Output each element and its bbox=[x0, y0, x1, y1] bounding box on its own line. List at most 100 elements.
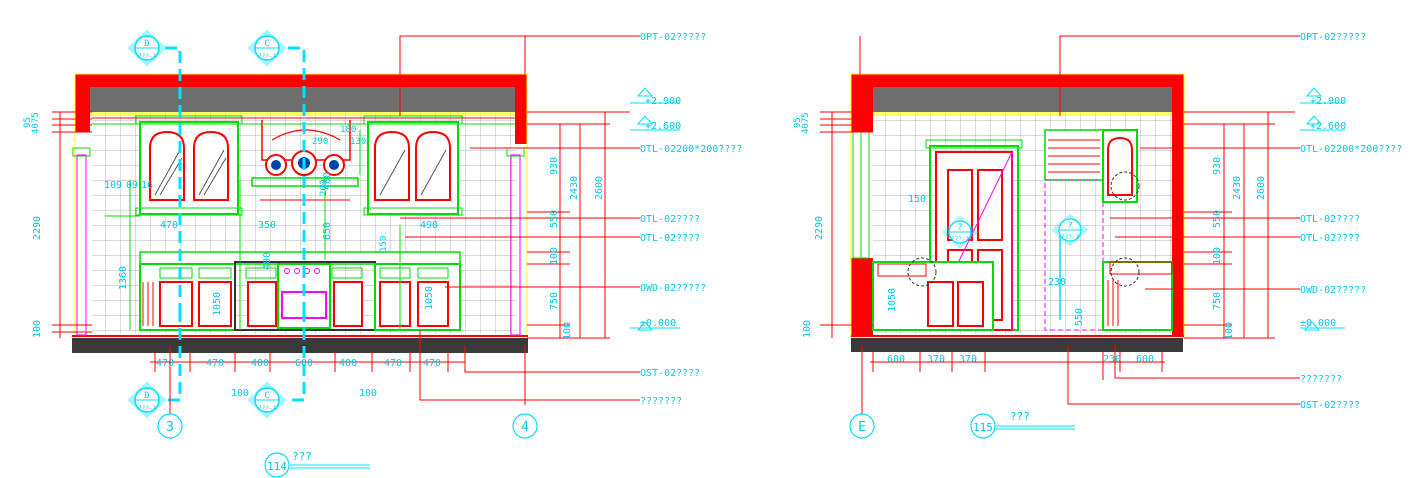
hdim-0: 470 bbox=[156, 358, 174, 369]
section-callout-c-top bbox=[247, 29, 287, 67]
hdim-3: 600 bbox=[295, 358, 313, 369]
grid-bubble-3 bbox=[157, 413, 183, 439]
vdim-right-2430: 2430 bbox=[569, 176, 580, 200]
hdim-6: 470 bbox=[423, 358, 441, 369]
level-2900: +2.900 bbox=[645, 96, 681, 107]
section-callout-1-115 bbox=[941, 215, 979, 249]
hdim-1: 470 bbox=[206, 358, 224, 369]
tag-otl-3: OTL-02???? bbox=[640, 233, 700, 244]
vdim-right-2600-115: 2600 bbox=[1256, 176, 1267, 200]
vdim-right-930: 930 bbox=[549, 157, 560, 175]
idim-109: 109 bbox=[104, 180, 122, 191]
idim-1050a: 1050 bbox=[212, 292, 223, 316]
hdim-4: 400 bbox=[339, 358, 357, 369]
left-wall-115 bbox=[851, 74, 873, 132]
tag-ost-115: OST-02???? bbox=[1300, 400, 1360, 411]
vdim-right-100a: 100 bbox=[549, 247, 560, 265]
tag-misc: ??????? bbox=[640, 396, 682, 407]
hdim-370b-115: 370 bbox=[959, 354, 977, 365]
idim-150-115: 150 bbox=[908, 194, 926, 205]
vdim-left-2290: 2290 bbox=[32, 216, 43, 240]
idim-470: 470 bbox=[160, 220, 178, 231]
ceiling-slab-115 bbox=[851, 74, 1184, 87]
idim-290: 290 bbox=[312, 137, 328, 147]
idim-490: 490 bbox=[420, 220, 438, 231]
tag-otl1-115: OTL-02200*200???? bbox=[1300, 144, 1402, 155]
callout-1-label: ? bbox=[957, 223, 962, 233]
view-number-115: 115 bbox=[973, 421, 993, 434]
callout-2-label: ? bbox=[1067, 221, 1072, 231]
idim-230-115: 230 bbox=[1048, 277, 1066, 288]
tag-otl-1: OTL-02200*200???? bbox=[640, 144, 742, 155]
idim-200: 200 bbox=[319, 180, 329, 196]
idim-09: 09 bbox=[126, 180, 138, 191]
tag-otl-2: OTL-02???? bbox=[640, 214, 700, 225]
idim-1360: 1360 bbox=[118, 266, 129, 290]
vdim-right-750: 750 bbox=[549, 292, 560, 310]
floor-slab bbox=[72, 338, 528, 353]
vdim-right-2600: 2600 bbox=[594, 176, 605, 200]
vdim-left-100: 100 bbox=[32, 320, 43, 338]
tag-misc-115: ??????? bbox=[1300, 374, 1342, 385]
vdim-right-550: 550 bbox=[549, 210, 560, 228]
elevation-115: ? ???-? ? ???-? E 115 ??? OPT-02????? OT… bbox=[793, 32, 1402, 439]
idim-350: 350 bbox=[258, 220, 276, 231]
elevation-114: D ???-? C ???-? D ???-? C ???-? 3 4 114 … bbox=[23, 29, 742, 478]
idim-16: 16 bbox=[141, 180, 153, 191]
tag-otl3-115: OTL-02???? bbox=[1300, 233, 1360, 244]
floor-slab-115 bbox=[851, 338, 1183, 352]
upper-cabinet-left bbox=[135, 115, 243, 216]
hdim-5: 470 bbox=[384, 358, 402, 369]
right-wall-115 bbox=[1172, 74, 1184, 336]
callout-2-sub: ???-? bbox=[1061, 234, 1079, 241]
vdim-right-930-115: 930 bbox=[1212, 157, 1223, 175]
callout-d-bottom-sub: ???-? bbox=[138, 405, 156, 412]
right-wall-section bbox=[515, 74, 527, 144]
grid-label-4: 4 bbox=[521, 420, 529, 435]
vdim-left-4075-115: 4075 bbox=[801, 112, 811, 134]
vdim-left-4075: 4075 bbox=[31, 112, 41, 134]
base-cabinets bbox=[139, 261, 461, 331]
vdim-right-100b-115: 100 bbox=[1224, 322, 1235, 340]
vdim-left-95-115: 95 bbox=[793, 117, 803, 128]
level-2600-115: +2.600 bbox=[1310, 121, 1346, 132]
view-title-115: ??? bbox=[1010, 410, 1030, 423]
grid-bubble-e bbox=[849, 413, 875, 439]
level-0000: ±0.000 bbox=[640, 318, 676, 329]
grid-label-e: E bbox=[858, 420, 866, 435]
level-markers bbox=[630, 87, 680, 331]
level-0000-115: ±0.000 bbox=[1300, 318, 1336, 329]
callout-c-top-sub: ???-? bbox=[258, 53, 276, 60]
tag-ost: OST-02???? bbox=[640, 368, 700, 379]
level-2900-115: +2.900 bbox=[1310, 96, 1346, 107]
upper-cabinet-right bbox=[363, 115, 463, 216]
tag-otl2-115: OTL-02???? bbox=[1300, 214, 1360, 225]
tag-owd-115: OWD-02????? bbox=[1300, 285, 1366, 296]
callout-c-bottom-label: C bbox=[264, 391, 269, 401]
idim-550-115: 550 bbox=[1074, 308, 1085, 326]
vdim-right-550-115: 550 bbox=[1212, 210, 1223, 228]
vdim-left-100-115: 100 bbox=[802, 320, 813, 338]
section-callout-2-115 bbox=[1051, 213, 1089, 247]
idim-650: 650 bbox=[322, 222, 333, 240]
idim-130: 130 bbox=[350, 137, 366, 147]
ceiling-band-115 bbox=[873, 86, 1173, 112]
vdim-right-750-115: 750 bbox=[1212, 292, 1223, 310]
vdim-right-100a-115: 100 bbox=[1212, 247, 1223, 265]
idim-400b: 400 bbox=[262, 252, 273, 270]
grid-label-3: 3 bbox=[166, 420, 174, 435]
idim-150: 150 bbox=[379, 236, 389, 252]
title-bubble-115 bbox=[970, 413, 996, 439]
left-wall-lower-115 bbox=[851, 258, 873, 336]
hdim-600b-115: 600 bbox=[1136, 354, 1154, 365]
title-bubble-114 bbox=[264, 452, 290, 478]
hdim-370a-115: 370 bbox=[927, 354, 945, 365]
level-2600: +2.600 bbox=[645, 121, 681, 132]
hdim-extra2: 100 bbox=[359, 388, 377, 399]
vdim-left-2290-115: 2290 bbox=[814, 216, 825, 240]
left-wall-section bbox=[75, 74, 90, 132]
idim-180: 180 bbox=[340, 125, 356, 135]
grid-bubble-4 bbox=[512, 413, 538, 439]
vdim-right-100b: 100 bbox=[562, 322, 573, 340]
